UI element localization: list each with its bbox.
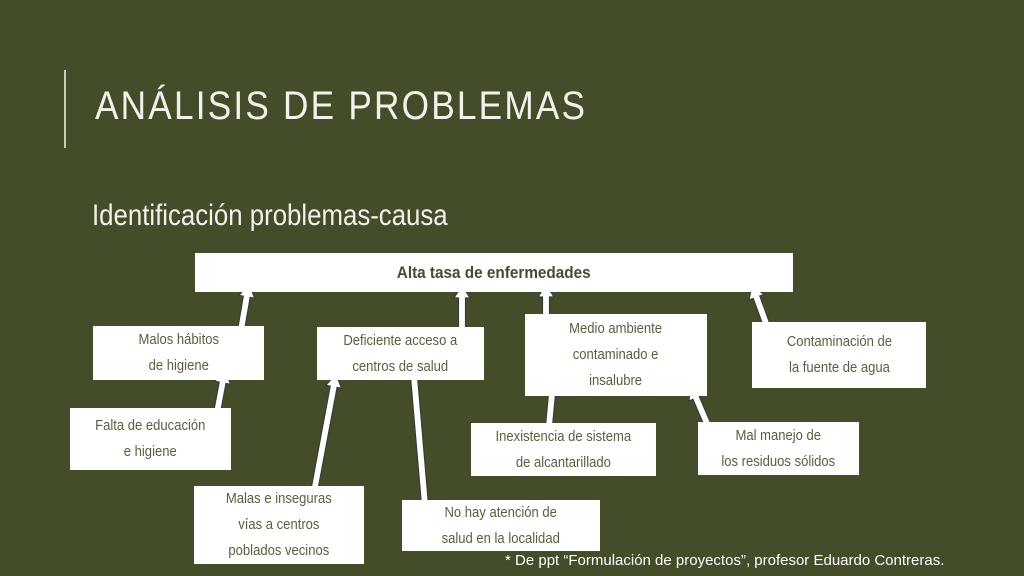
main-problem-label: Alta tasa de enfermedades bbox=[397, 262, 591, 282]
subcause-label: Falta de educación e higiene bbox=[95, 418, 206, 460]
subcause-box-sewage: Inexistencia de sistema de alcantarillad… bbox=[471, 423, 656, 476]
subcause-label: Malas e inseguras vías a centros poblado… bbox=[226, 491, 332, 559]
cause-label: Contaminación de la fuente de agua bbox=[786, 334, 892, 376]
subcause-label: Mal manejo de los residuos sólidos bbox=[721, 427, 836, 470]
subcause-label: Inexistencia de sistema de alcantarillad… bbox=[495, 428, 632, 471]
subcause-label: No hay atención de salud en la localidad bbox=[441, 504, 561, 547]
cause-label: Malos hábitos de higiene bbox=[138, 332, 219, 374]
cause-label: Medio ambiente contaminado e insalubre bbox=[569, 321, 663, 389]
cause-box-health-access: Deficiente acceso a centros de salud bbox=[317, 327, 484, 380]
slide-title: ANÁLISIS DE PROBLEMAS bbox=[95, 84, 588, 128]
cause-label: Deficiente acceso a centros de salud bbox=[343, 332, 458, 375]
cause-box-hygiene-habits: Malos hábitos de higiene bbox=[93, 326, 264, 380]
subcause-box-roads: Malas e inseguras vías a centros poblado… bbox=[194, 486, 364, 564]
subcause-box-education: Falta de educación e higiene bbox=[70, 408, 231, 470]
cause-box-environment: Medio ambiente contaminado e insalubre bbox=[525, 314, 707, 396]
title-accent-line bbox=[64, 70, 66, 148]
arrow-roads-to-access bbox=[309, 372, 343, 494]
main-problem-box: Alta tasa de enfermedades bbox=[195, 253, 793, 292]
slide-subtitle: Identificación problemas-causa bbox=[92, 199, 448, 232]
subcause-box-waste: Mal manejo de los residuos sólidos bbox=[698, 422, 859, 475]
subcause-box-no-health-service: No hay atención de salud en la localidad bbox=[402, 500, 600, 551]
cause-box-water-contamination: Contaminación de la fuente de agua bbox=[752, 322, 926, 388]
source-footnote: * De ppt “Formulación de proyectos”, pro… bbox=[505, 552, 945, 569]
